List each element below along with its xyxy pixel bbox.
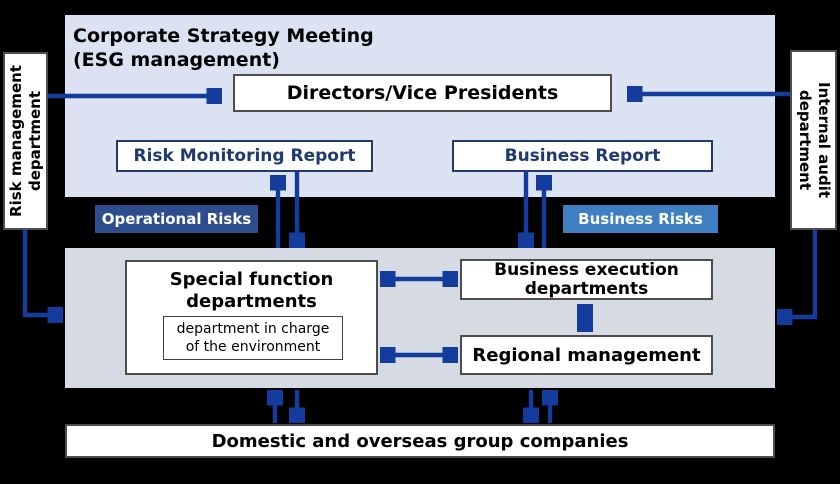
directors-vice-presidents-box: Directors/Vice Presidents xyxy=(233,74,612,112)
corporate-strategy-title: Corporate Strategy Meeting (ESG manageme… xyxy=(73,25,374,71)
group-companies-bar: Domestic and overseas group companies xyxy=(65,424,775,458)
business-execution-label: Business execution departments xyxy=(494,259,679,299)
special-function-label: Special function departments xyxy=(169,269,334,312)
risk-management-department-box: Risk management department xyxy=(3,52,48,230)
environment-department-box: department in charge of the environment xyxy=(163,316,343,360)
risk-management-department-label: Risk management department xyxy=(6,65,44,217)
special-function-departments-box: Special function departments department … xyxy=(125,260,378,375)
operational-risks-label: Operational Risks xyxy=(101,210,252,228)
business-risks-badge: Business Risks xyxy=(563,205,718,233)
operational-risks-badge: Operational Risks xyxy=(95,205,258,233)
regional-management-label: Regional management xyxy=(472,344,701,366)
internal-audit-department-box: Internal audit department xyxy=(790,50,837,230)
business-report-box: Business Report xyxy=(452,140,713,172)
regional-management-box: Regional management xyxy=(460,335,713,375)
arrow-risk-mgmt-to-middle-panel xyxy=(22,230,57,315)
business-report-label: Business Report xyxy=(504,146,661,166)
risk-monitoring-report-label: Risk Monitoring Report xyxy=(133,146,356,166)
group-companies-label: Domestic and overseas group companies xyxy=(211,430,629,452)
business-execution-departments-box: Business execution departments xyxy=(460,259,713,300)
directors-label: Directors/Vice Presidents xyxy=(286,82,559,104)
arrow-internal-audit-to-middle-panel xyxy=(783,230,818,317)
business-risks-label: Business Risks xyxy=(578,210,703,228)
internal-audit-department-label: Internal audit department xyxy=(795,81,833,198)
risk-monitoring-report-box: Risk Monitoring Report xyxy=(116,140,373,172)
